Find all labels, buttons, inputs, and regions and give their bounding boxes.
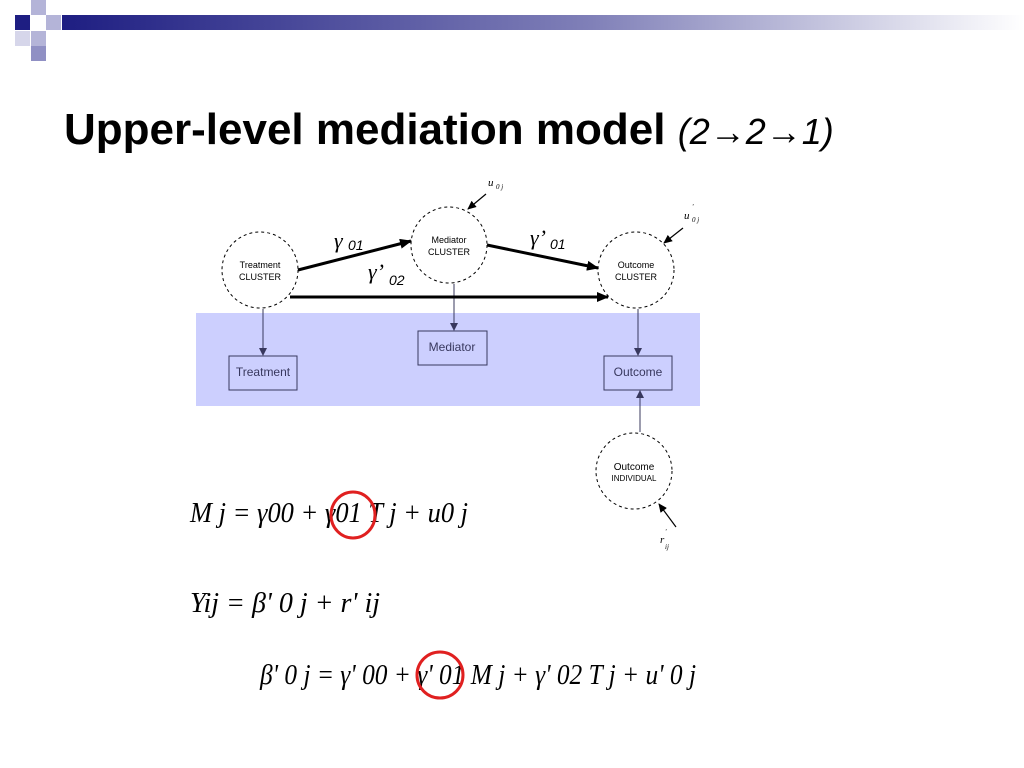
corner-square bbox=[15, 15, 30, 30]
node-treatment-cluster: Treatment CLUSTER bbox=[221, 231, 299, 309]
highlight-circle-eq3 bbox=[415, 650, 465, 700]
node-label: CLUSTER bbox=[615, 272, 658, 282]
node-outcome-individual: Outcome INDIVIDUAL bbox=[595, 432, 673, 510]
svg-text:02: 02 bbox=[389, 272, 405, 288]
node-label: Mediator bbox=[431, 235, 466, 245]
corner-square bbox=[31, 46, 46, 61]
equation-1: M j = γ00 + γ01 T j + u0 j bbox=[189, 498, 468, 529]
arrow-rij bbox=[658, 503, 677, 528]
node-mediator-cluster: Mediator CLUSTER bbox=[410, 206, 488, 284]
box-label: Outcome bbox=[614, 365, 663, 379]
svg-text:0 j: 0 j bbox=[496, 183, 503, 191]
arrow-up0j bbox=[663, 227, 684, 244]
svg-text:': ' bbox=[692, 203, 694, 211]
slide-decoration bbox=[15, 0, 1024, 61]
node-outcome-cluster: Outcome CLUSTER bbox=[597, 231, 675, 309]
svg-text:γ’: γ’ bbox=[368, 259, 384, 284]
label-gp02: γ’ 02 bbox=[368, 259, 405, 288]
corner-square bbox=[46, 15, 61, 30]
node-label: INDIVIDUAL bbox=[612, 474, 657, 483]
equation-2: Yij = β' 0 j + r' ij bbox=[190, 588, 380, 619]
svg-text:ij: ij bbox=[665, 543, 669, 551]
svg-text:0 j: 0 j bbox=[692, 216, 699, 224]
title-gradient-bar bbox=[62, 15, 1024, 30]
path-gp01 bbox=[486, 243, 599, 271]
svg-text:u: u bbox=[684, 210, 690, 222]
svg-text:u: u bbox=[488, 177, 494, 189]
error-up0j: u ' 0 j bbox=[684, 203, 699, 224]
error-rij: r ' ij bbox=[660, 528, 669, 551]
box-label: Treatment bbox=[236, 365, 291, 379]
svg-text:01: 01 bbox=[348, 237, 364, 253]
corner-square bbox=[31, 31, 46, 46]
highlight-circle-eq1 bbox=[329, 490, 377, 540]
level1-band bbox=[196, 313, 700, 406]
box-treatment: Treatment bbox=[228, 355, 298, 391]
title-main: Upper-level mediation model bbox=[64, 105, 666, 154]
path-g01 bbox=[297, 238, 412, 272]
corner-square bbox=[31, 0, 46, 15]
node-label: Outcome bbox=[614, 462, 655, 473]
svg-text:γ’: γ’ bbox=[530, 225, 546, 250]
node-label: Outcome bbox=[618, 260, 655, 270]
title-paren: (2→2→1) bbox=[677, 111, 834, 152]
error-u0j: u 0 j bbox=[488, 177, 503, 191]
svg-text:01: 01 bbox=[550, 236, 566, 252]
svg-text:': ' bbox=[665, 528, 667, 536]
label-gp01: γ’ 01 bbox=[530, 225, 566, 252]
corner-square bbox=[15, 31, 30, 46]
label-g01: γ 01 bbox=[334, 228, 364, 253]
equation-3: β' 0 j = γ' 00 + γ' 01 M j + γ' 02 T j +… bbox=[259, 660, 696, 691]
node-label: Treatment bbox=[240, 260, 281, 270]
node-label: CLUSTER bbox=[239, 272, 282, 282]
arrow-u0j bbox=[467, 193, 487, 210]
box-label: Mediator bbox=[429, 340, 476, 354]
svg-text:γ: γ bbox=[334, 228, 344, 253]
box-mediator: Mediator bbox=[417, 330, 488, 366]
svg-text:r: r bbox=[660, 534, 665, 546]
node-label: CLUSTER bbox=[428, 247, 471, 257]
slide-title: Upper-level mediation model (2→2→1) bbox=[64, 100, 834, 162]
